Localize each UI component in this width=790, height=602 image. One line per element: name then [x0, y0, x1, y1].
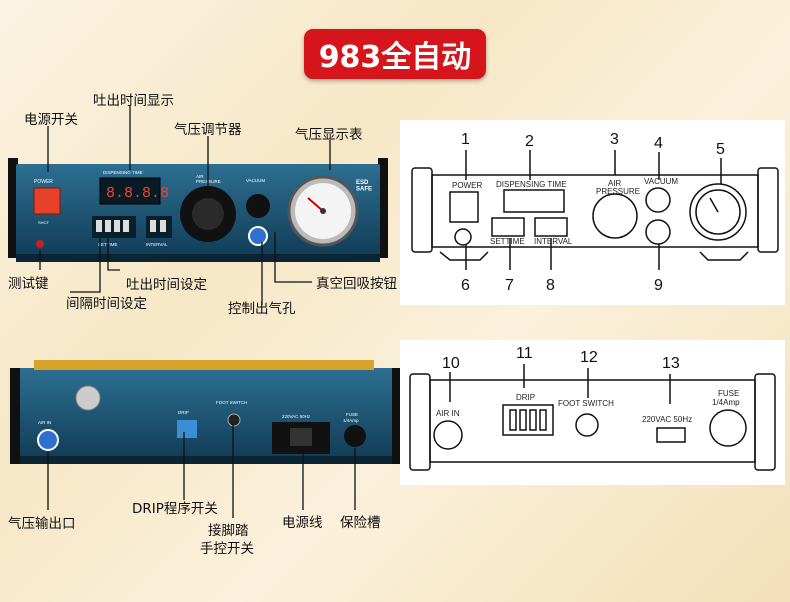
- label-dispense-time-setting: 吐出时间设定: [126, 277, 207, 293]
- dispensing-display: [99, 177, 161, 205]
- front-text-dispensing-time: DISPENSING TIME: [103, 170, 143, 175]
- label-pressure-regulator: 气压调节器: [174, 122, 242, 138]
- bp-text-foot-switch: FOOT SWITCH: [216, 400, 247, 405]
- label-fuse-slot: 保险槽: [340, 515, 381, 531]
- fd-text-interval: INTERVAL: [534, 237, 573, 246]
- fd-text-power: POWER: [452, 181, 482, 190]
- fd-num-9: 9: [654, 277, 663, 294]
- bd-fuse: [709, 409, 747, 447]
- label-power-switch: 电源开关: [24, 112, 78, 128]
- label-power-cord: 电源线: [282, 515, 323, 531]
- bd-text-foot-switch: FOOT SWITCH: [558, 399, 614, 408]
- fd-text-air: AIR: [608, 179, 622, 188]
- bd-foot-switch: [575, 413, 599, 437]
- foot-switch-jack: [227, 413, 241, 427]
- title-banner: 983全自动: [304, 29, 486, 79]
- fuse-holder: [344, 425, 366, 447]
- top-label-strip: [34, 360, 374, 370]
- bd-power-socket: [656, 427, 686, 443]
- front-text-power: POWER: [34, 179, 53, 185]
- front-left-bracket: [8, 158, 18, 258]
- banner-title: 983全自动: [318, 40, 472, 75]
- fd-text-dispensing-time: DISPENSING TIME: [496, 180, 567, 189]
- front-right-bracket: [378, 158, 388, 258]
- fd-num-2: 2: [525, 133, 534, 150]
- label-vacuum-button: 真空回吸按钮: [316, 276, 397, 292]
- back-air-outlet: [37, 429, 59, 451]
- drip-dip-switch: [177, 420, 197, 438]
- fd-text-pressure: PRESSURE: [596, 187, 640, 196]
- bp-text-fuse: FUSE: [346, 412, 358, 417]
- fd-num-8: 8: [546, 277, 555, 294]
- air-outlet-fitting: [248, 226, 268, 246]
- esd-sticker: [75, 385, 101, 411]
- front-text-vacuum: VACUUM: [246, 178, 265, 183]
- diagram-regulator: [592, 193, 638, 239]
- diagram-air-outlet: [645, 219, 671, 245]
- diagram-interval: [534, 217, 568, 237]
- diagram-settime: [491, 217, 525, 237]
- bp-text-drip: DRIP: [178, 410, 189, 415]
- label-dispensing-display: 吐出时间显示: [93, 93, 174, 109]
- fd-text-settime: SETTIME: [490, 237, 525, 246]
- label-interval-time-setting: 间隔时间设定: [66, 296, 147, 312]
- diagram-power-switch: [449, 191, 479, 223]
- bp-text-air-in: AIR IN: [38, 420, 51, 425]
- bd-num-12: 12: [580, 349, 598, 366]
- diagram-vacuum-knob: [645, 187, 671, 213]
- diagram-display: [503, 189, 565, 213]
- bd-text-fuse-rating: 1/4Amp: [712, 398, 740, 407]
- bd-text-air-in: AIR IN: [436, 409, 460, 418]
- diagram-test-button: [454, 228, 472, 246]
- front-text-shot: SHOT: [38, 220, 50, 225]
- fd-num-3: 3: [610, 131, 619, 148]
- label-foot-switch-1: 接脚踏: [208, 523, 249, 539]
- label-air-outlet: 气压输出口: [8, 516, 76, 532]
- bd-text-voltage: 220VAC 50Hz: [642, 415, 692, 424]
- fd-num-1: 1: [461, 131, 470, 148]
- front-text-interval: INTERVAL: [146, 242, 168, 247]
- bp-text-fuse-rating: 1/4Amp: [343, 418, 359, 423]
- back-device-photo: AIR IN DRIP FOOT SWITCH 220VAC 50Hz FUSE…: [10, 360, 402, 464]
- bd-drip: [502, 404, 554, 436]
- fd-num-7: 7: [505, 277, 514, 294]
- fd-num-4: 4: [654, 135, 663, 152]
- diagram-gauge: [689, 183, 747, 241]
- label-control-air-outlet: 控制出气孔: [228, 301, 296, 317]
- bd-num-10: 10: [442, 355, 460, 372]
- label-drip-switch: DRIP程序开关: [132, 501, 218, 517]
- label-test-key: 测试键: [8, 276, 49, 292]
- vacuum-knob: [246, 194, 270, 218]
- fd-num-6: 6: [461, 277, 470, 294]
- bp-text-voltage: 220VAC 50Hz: [282, 414, 311, 419]
- fd-num-5: 5: [716, 141, 725, 158]
- back-diagram: AIR IN DRIP FOOT SWITCH 220VAC 50Hz FUSE…: [400, 340, 785, 485]
- front-text-display: 8.8.8.8: [106, 185, 169, 202]
- label-pressure-gauge: 气压显示表: [295, 127, 363, 143]
- label-foot-switch-2: 手控开关: [200, 541, 254, 557]
- bd-num-11: 11: [516, 345, 533, 362]
- bd-text-drip: DRIP: [516, 393, 535, 402]
- power-button: [33, 187, 61, 215]
- bd-air-in: [433, 420, 463, 450]
- bd-num-13: 13: [662, 355, 680, 372]
- test-key: [36, 240, 44, 248]
- front-diagram: POWER DISPENSING TIME AIR PRESSURE VACUU…: [400, 120, 785, 305]
- bd-text-fuse: FUSE: [718, 389, 739, 398]
- fd-text-vacuum: VACUUM: [644, 177, 678, 186]
